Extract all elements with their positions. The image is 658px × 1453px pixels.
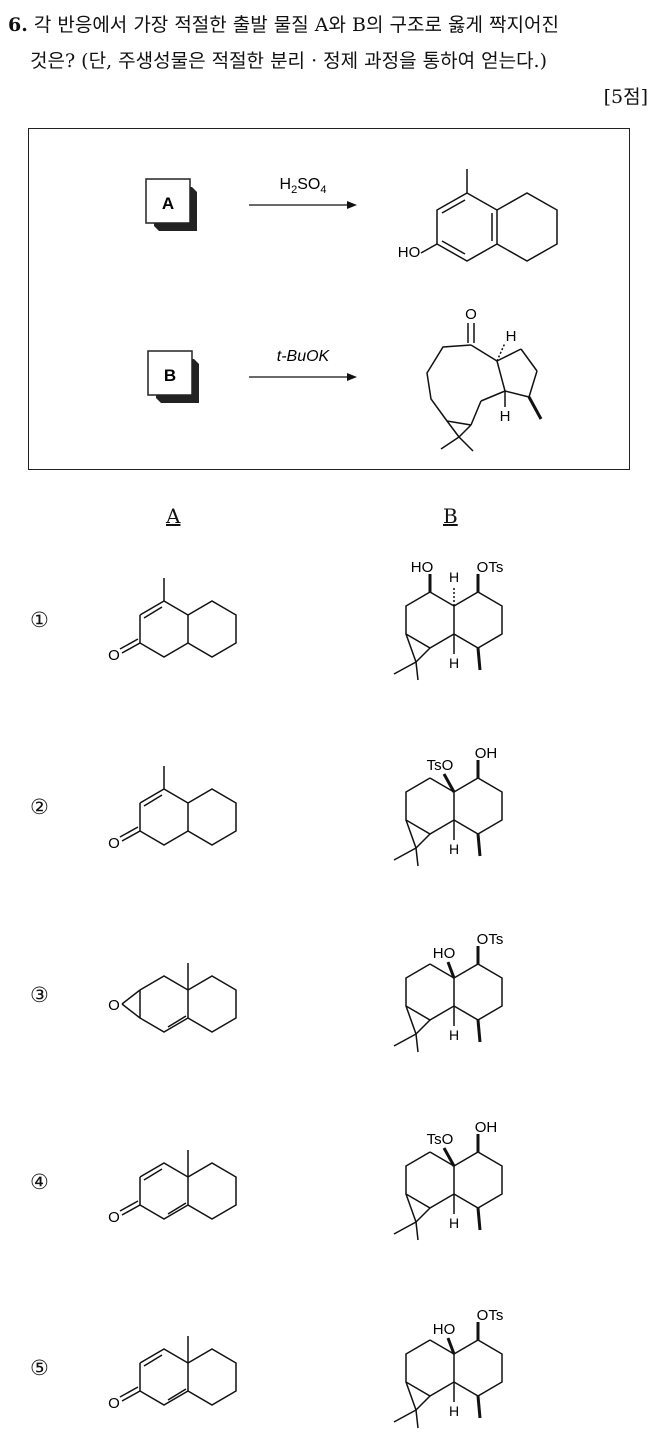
starting-material-b-box: B: [147, 350, 199, 403]
option-3-b-h-label: H: [449, 1027, 459, 1043]
reagent-h2so4: H2SO4: [280, 176, 327, 196]
option-4-structure-a: O: [108, 1150, 237, 1226]
option-4-b-oh-label: OH: [475, 1119, 498, 1136]
option-3-structure-a: O: [108, 963, 237, 1033]
option-1-b-ots-label: OTs: [477, 559, 504, 576]
product-b-structure: [426, 323, 543, 452]
product-a-ho-label: HO: [398, 244, 421, 261]
option-4-b-h-label: H: [449, 1215, 459, 1231]
box-label-b: B: [164, 366, 176, 385]
option-4-a-o-label: O: [108, 1209, 120, 1226]
question-line-2: 것은? (단, 주생성물은 적절한 분리 · 정제 과정을 통하여 얻는다.): [30, 50, 548, 72]
option-5-a-o-label: O: [108, 1395, 120, 1412]
product-b-h-label-top: H: [506, 328, 517, 345]
product-b-o-label: O: [465, 306, 477, 323]
box-label-a: A: [162, 194, 174, 213]
option-1-label[interactable]: ①: [30, 608, 49, 632]
question-points: [5점]: [603, 86, 648, 108]
option-2-structure-b: TsO OH H: [393, 745, 503, 867]
reaction-arrow-b: [249, 373, 357, 381]
product-a-structure: [420, 169, 558, 262]
option-1-b-ho-label: HO: [411, 559, 434, 576]
option-4-structure-b: TsO OH H: [393, 1119, 503, 1241]
option-2-b-h-label: H: [449, 841, 459, 857]
option-1-b-h-top-label: H: [449, 569, 459, 585]
column-header-a: A: [166, 504, 181, 528]
option-3-b-ots-label: OTs: [477, 931, 504, 948]
reaction-scheme: A H2SO4 HO B t-BuOK: [145, 169, 558, 452]
option-1-structure-b: HO H OTs H: [393, 559, 504, 681]
option-4-b-tso-label: TsO: [427, 1131, 454, 1148]
option-4-label[interactable]: ④: [30, 1170, 49, 1194]
option-1-structure-a: O: [108, 578, 237, 664]
option-3-structure-b: HO OTs H: [393, 931, 504, 1053]
option-3-b-ho-label: HO: [433, 945, 456, 962]
option-3-label[interactable]: ③: [30, 983, 49, 1007]
option-5-b-h-label: H: [449, 1403, 459, 1419]
option-2-label[interactable]: ②: [30, 795, 49, 819]
option-2-a-o-label: O: [108, 835, 120, 852]
option-5-structure-b: HO OTs H: [393, 1307, 504, 1429]
reagent-t-buok: t-BuOK: [277, 348, 331, 365]
option-2-structure-a: O: [108, 766, 237, 852]
question-number: 6.: [8, 14, 28, 36]
question-text-1: 각 반응에서 가장 적절한 출발 물질 A와 B의 구조로 옳게 짝지어진: [33, 14, 559, 36]
option-5-structure-a: O: [108, 1336, 237, 1412]
option-3-a-o-label: O: [108, 997, 120, 1014]
option-5-b-ho-label: HO: [433, 1321, 456, 1338]
reaction-scheme-box: A H2SO4 HO B t-BuOK: [28, 128, 630, 470]
option-1-b-h-bottom-label: H: [449, 655, 459, 671]
option-2-b-oh-label: OH: [475, 745, 498, 762]
option-5-label[interactable]: ⑤: [30, 1356, 49, 1380]
option-5-b-ots-label: OTs: [477, 1307, 504, 1324]
starting-material-a-box: A: [145, 178, 197, 231]
product-b-h-label-bottom: H: [500, 408, 511, 425]
question-line-1: 6.각 반응에서 가장 적절한 출발 물질 A와 B의 구조로 옳게 짝지어진: [8, 12, 559, 38]
option-2-b-tso-label: TsO: [427, 757, 454, 774]
reaction-arrow-a: [249, 201, 357, 209]
option-1-a-o-label: O: [108, 647, 120, 664]
column-header-b: B: [443, 504, 458, 528]
